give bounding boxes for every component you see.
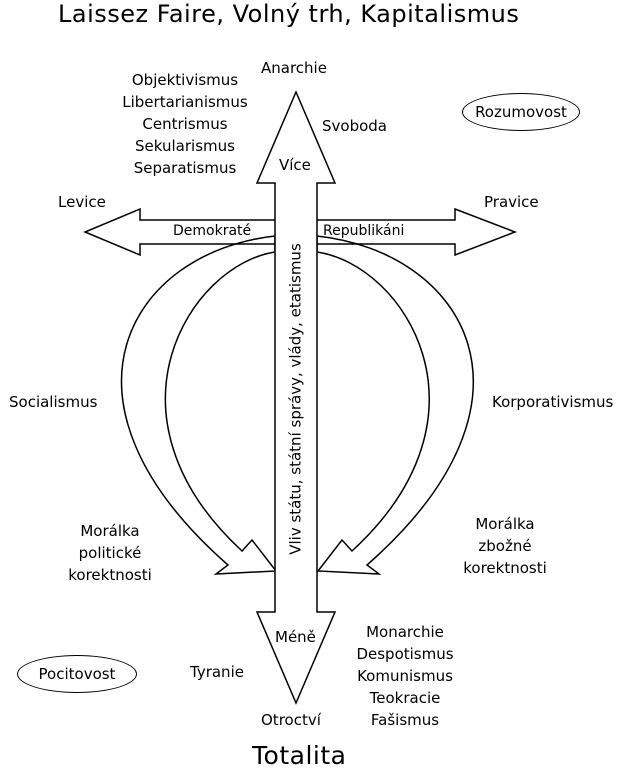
top-left-list: Objektivismus Libertarianismus Centrismu… <box>115 69 255 179</box>
moral-left-line: korektnosti <box>68 566 152 584</box>
moral-right-line: zbožné <box>478 537 532 555</box>
vertical-double-arrow <box>255 90 337 705</box>
list-item: Monarchie <box>366 623 444 641</box>
arrow-label-vice: Více <box>279 156 311 174</box>
left-horizontal-arrow <box>83 207 275 257</box>
arrow-label-mene: Méně <box>275 628 316 646</box>
label-korporativismus: Korporativismus <box>492 393 614 411</box>
moral-left-line: politické <box>78 544 142 562</box>
list-item: Fašismus <box>370 711 440 729</box>
right-curved-arrow <box>316 235 474 575</box>
right-horizontal-arrow <box>317 207 518 257</box>
left-label-levice: Levice <box>58 193 106 211</box>
list-item: Sekularismus <box>135 137 235 155</box>
bottom-title: Totalita <box>252 741 347 770</box>
oval-rozumovost: Rozumovost <box>462 93 580 131</box>
moral-right-line: Morálka <box>475 515 535 533</box>
list-item: Libertarianismus <box>122 93 248 111</box>
right-arrow-label-republikani: Republikáni <box>323 223 405 239</box>
moral-right: Morálka zbožné korektnosti <box>445 513 565 579</box>
left-arrow-label-demokrate: Demokraté <box>173 223 252 239</box>
left-curved-arrow <box>120 235 278 575</box>
list-item: Despotismus <box>356 645 454 663</box>
label-svoboda: Svoboda <box>322 117 387 135</box>
moral-right-line: korektnosti <box>463 559 547 577</box>
bottom-right-list: Monarchie Despotismus Komunismus Teokrac… <box>340 621 470 731</box>
moral-left-line: Morálka <box>80 522 140 540</box>
oval-pocitovost: Pocitovost <box>17 655 137 693</box>
bottom-label-otroctvi: Otroctví <box>261 711 321 729</box>
label-socialismus: Socialismus <box>9 393 98 411</box>
list-item: Centrismus <box>142 115 228 133</box>
top-label-anarchie: Anarchie <box>261 59 327 77</box>
moral-left: Morálka politické korektnosti <box>50 520 170 586</box>
top-title: Laissez Faire, Volný trh, Kapitalismus <box>58 0 520 28</box>
label-tyranie: Tyranie <box>190 663 244 681</box>
list-item: Separatismus <box>133 159 237 177</box>
list-item: Komunismus <box>357 667 453 685</box>
right-label-pravice: Pravice <box>484 193 539 211</box>
list-item: Teokracie <box>369 689 441 707</box>
axis-label: Vliv státu, státní správy, vlády, etatis… <box>286 243 305 555</box>
list-item: Objektivismus <box>131 71 239 89</box>
